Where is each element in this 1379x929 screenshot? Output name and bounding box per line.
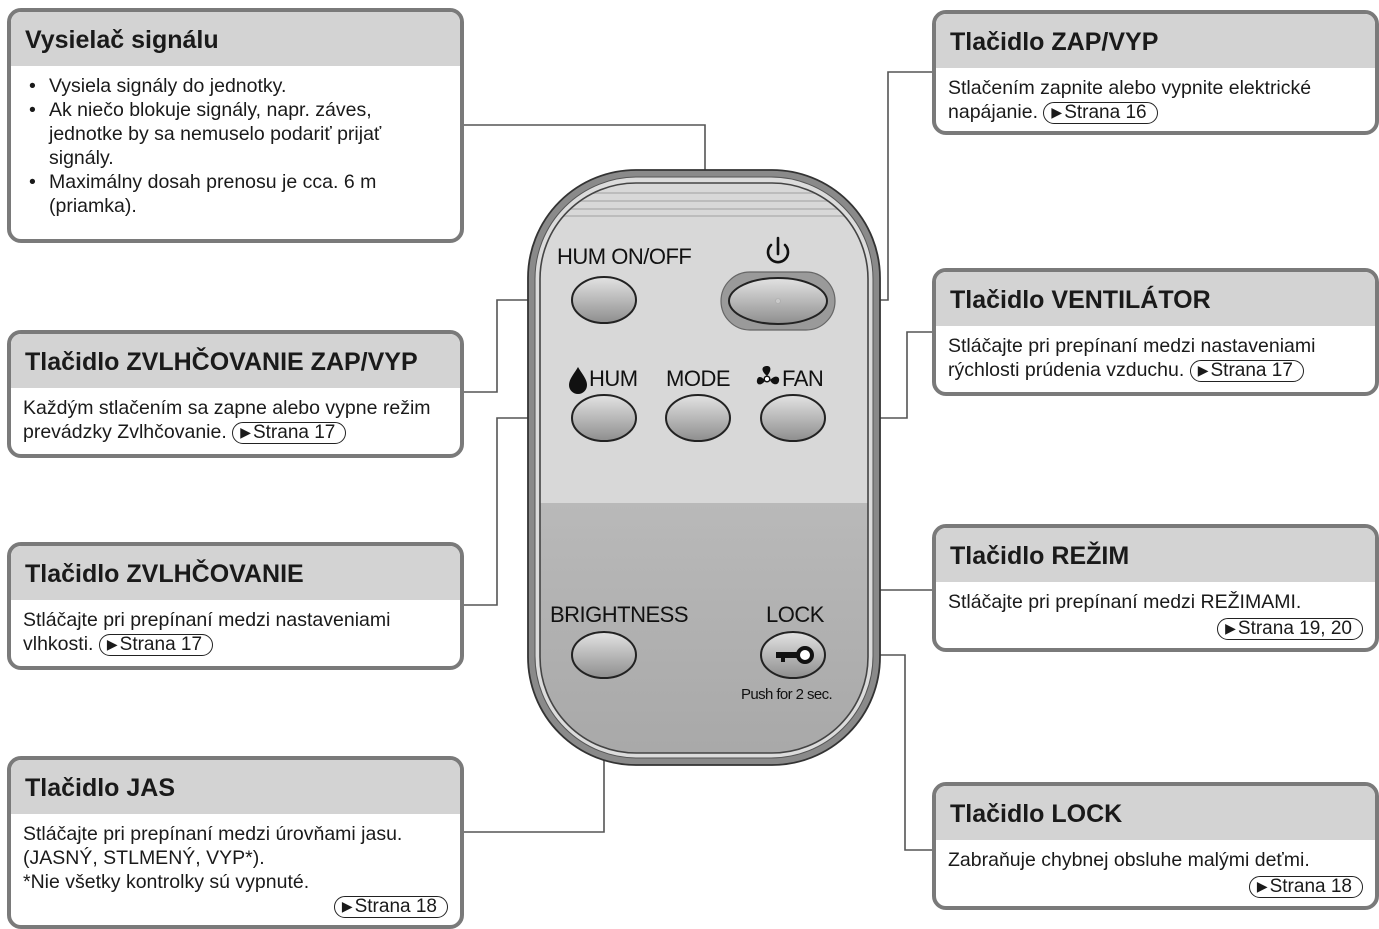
hum-onoff-title: Tlačidlo ZVLHČOVANIE ZAP/VYP (11, 334, 460, 388)
water-drop-icon (569, 367, 587, 394)
brightness-title: Tlačidlo JAS (11, 760, 460, 814)
play-icon: ▶ (341, 898, 353, 914)
hum-onoff-button[interactable] (571, 276, 637, 324)
onoff-box: Tlačidlo ZAP/VYP Stlačením zapnite alebo… (932, 10, 1379, 135)
lock-hint: Push for 2 sec. (741, 686, 833, 703)
play-icon: ▶ (1256, 878, 1268, 894)
fan-text: Stláčajte pri prepínaní medzi nastavenia… (948, 335, 1316, 381)
fan-button[interactable] (760, 394, 826, 442)
fan-label: FAN (782, 366, 824, 391)
mode-label: MODE (666, 366, 731, 391)
fan-title: Tlačidlo VENTILÁTOR (936, 272, 1375, 326)
play-icon: ▶ (240, 424, 251, 440)
brightness-page-ref: ▶Strana 18 (333, 896, 448, 918)
lock-page-ref: ▶Strana 18 (1248, 876, 1363, 898)
play-icon: ▶ (1225, 620, 1236, 636)
transmitter-bullets: Vysiela signály do jednotky. Ak niečo bl… (23, 74, 448, 218)
onoff-title: Tlačidlo ZAP/VYP (936, 14, 1375, 68)
fan-box: Tlačidlo VENTILÁTOR Stláčajte pri prepín… (932, 268, 1379, 396)
lock-title: Tlačidlo LOCK (936, 786, 1375, 840)
play-icon: ▶ (106, 636, 118, 652)
brightness-button[interactable] (571, 631, 637, 679)
brightness-text: Stláčajte pri prepínaní medzi úrovňami j… (23, 823, 403, 869)
list-item: Ak niečo blokuje signály, napr. záves, j… (29, 98, 448, 170)
hum-box: Tlačidlo ZVLHČOVANIE Stláčajte pri prepí… (7, 542, 464, 670)
hum-onoff-label: HUM ON/OFF (557, 244, 692, 269)
lock-text: Zabraňuje chybnej obsluhe malými deťmi. (948, 849, 1310, 871)
hum-text: Stláčajte pri prepínaní medzi nastavenia… (23, 609, 391, 655)
transmitter-box: Vysielač signálu Vysiela signály do jedn… (7, 8, 464, 243)
brightness-note: *Nie všetky kontrolky sú vypnuté. (23, 871, 310, 893)
list-item: Vysiela signály do jednotky. (29, 74, 448, 98)
hum-onoff-text: Každým stlačením sa zapne alebo vypne re… (23, 397, 431, 443)
mode-page-ref: ▶Strana 19, 20 (1217, 618, 1363, 640)
hum-button[interactable] (571, 394, 637, 442)
mode-button[interactable] (665, 394, 731, 442)
mode-box: Tlačidlo REŽIM Stláčajte pri prepínaní m… (932, 524, 1379, 652)
hum-onoff-box: Tlačidlo ZVLHČOVANIE ZAP/VYP Každým stla… (7, 330, 464, 458)
mode-title: Tlačidlo REŽIM (936, 528, 1375, 582)
onoff-text: Stlačením zapnite alebo vypnite elektric… (948, 77, 1312, 123)
brightness-box: Tlačidlo JAS Stláčajte pri prepínaní med… (7, 756, 464, 929)
fan-page-ref: ▶Strana 17 (1189, 360, 1304, 382)
mode-text: Stláčajte pri prepínaní medzi REŽIMAMI. (948, 591, 1302, 613)
hum-page-ref: ▶Strana 17 (98, 634, 214, 656)
line-transmitter (463, 124, 706, 170)
power-icon (766, 236, 790, 264)
fan-icon (756, 366, 780, 385)
lock-box: Tlačidlo LOCK Zabraňuje chybnej obsluhe … (932, 782, 1379, 910)
list-item: Maximálny dosah prenosu je cca. 6 m (pri… (29, 170, 448, 218)
hum-onoff-page-ref: ▶Strana 17 (232, 422, 347, 444)
brightness-label: BRIGHTNESS (550, 602, 689, 627)
hum-title: Tlačidlo ZVLHČOVANIE (11, 546, 460, 600)
remote-lower-panel (540, 503, 868, 753)
transmitter-title: Vysielač signálu (11, 12, 460, 66)
key-icon (776, 646, 814, 664)
play-icon: ▶ (1197, 362, 1209, 378)
remote-upper-panel (540, 183, 868, 503)
hum-label: HUM (589, 366, 638, 391)
onoff-page-ref: ▶Strana 16 (1043, 102, 1158, 124)
play-icon: ▶ (1051, 104, 1063, 120)
lock-label: LOCK (766, 602, 824, 627)
